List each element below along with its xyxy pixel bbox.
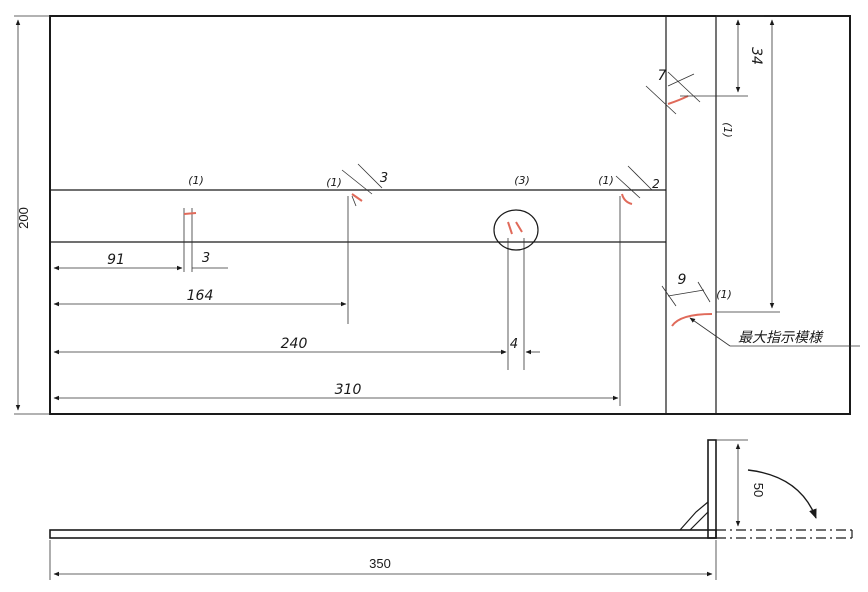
dim-310-label: 310 bbox=[335, 382, 362, 398]
dim-34-label: 34 bbox=[748, 47, 764, 65]
count-1: (1) bbox=[188, 174, 204, 187]
count-3: (3) bbox=[514, 174, 530, 187]
callout-2: 2 bbox=[615, 165, 660, 199]
dim-240-label: 240 bbox=[281, 336, 308, 352]
side-upright bbox=[707, 439, 717, 539]
dim-164-label: 164 bbox=[187, 288, 214, 304]
dim-7-label: 7 bbox=[658, 68, 667, 84]
mark-5 bbox=[667, 95, 689, 105]
side-width-label: 350 bbox=[369, 556, 391, 571]
dimension-4: 4 bbox=[490, 337, 540, 355]
mark-1 bbox=[183, 212, 197, 215]
mark-2 bbox=[351, 193, 363, 202]
dim-2-label: 2 bbox=[652, 177, 660, 191]
side-height-dimension: 50 bbox=[716, 439, 766, 527]
side-base-plate bbox=[49, 529, 717, 539]
mark-6 bbox=[671, 313, 713, 327]
count-5: (1) bbox=[721, 122, 734, 138]
side-gusset bbox=[679, 501, 709, 531]
detail-circle bbox=[493, 209, 539, 251]
height-dimension: 200 bbox=[14, 15, 50, 415]
dimension-span bbox=[716, 15, 780, 313]
dim-3b-label: 3 bbox=[380, 171, 388, 186]
dimension-91: 91 bbox=[53, 252, 183, 271]
dimension-164: 164 bbox=[53, 288, 347, 307]
dimension-310: 310 bbox=[53, 382, 619, 401]
dim-3a-label: 3 bbox=[202, 251, 210, 266]
dim-9-label: 9 bbox=[678, 272, 687, 288]
dim-4-label: 4 bbox=[510, 337, 518, 352]
dimension-34: 34 bbox=[680, 15, 764, 97]
plan-outline bbox=[49, 15, 851, 415]
fold-arrow bbox=[747, 469, 817, 519]
side-gusset-inner bbox=[689, 511, 709, 531]
mark-3 bbox=[507, 221, 523, 235]
callout-7: 7 bbox=[645, 68, 701, 115]
plan-view: 200 91 3 164 240 4 bbox=[14, 15, 860, 415]
side-height-label: 50 bbox=[751, 483, 766, 497]
folded-position bbox=[716, 529, 853, 539]
side-view: 50 350 bbox=[49, 439, 853, 580]
height-label: 200 bbox=[16, 207, 31, 229]
count-4: (1) bbox=[598, 174, 614, 187]
count-6: (1) bbox=[716, 288, 732, 301]
callout-3b: 3 bbox=[341, 163, 388, 207]
dimension-240: 240 bbox=[53, 336, 507, 355]
count-2: (1) bbox=[326, 176, 342, 189]
dim-91-label: 91 bbox=[107, 252, 125, 268]
dimension-3a: 3 bbox=[192, 251, 228, 269]
mark-4 bbox=[621, 193, 633, 205]
side-width-dimension: 350 bbox=[49, 540, 717, 580]
note-label: 最大指示模様 bbox=[738, 330, 824, 346]
callout-9: 9 bbox=[661, 272, 711, 307]
max-pattern-note: 最大指示模様 bbox=[689, 317, 860, 347]
